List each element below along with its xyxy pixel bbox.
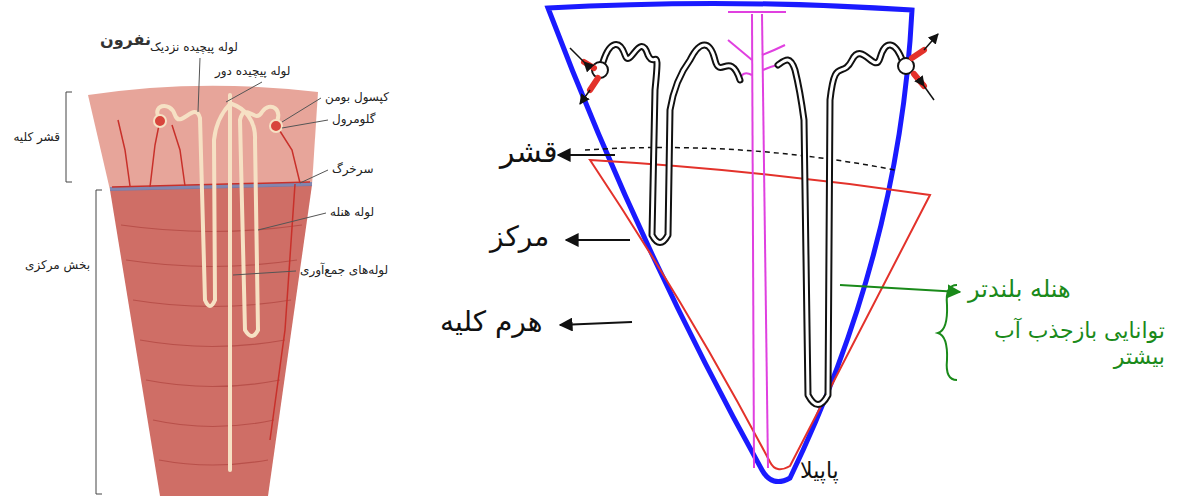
medulla-outline [590,160,930,469]
curly-brace [938,285,957,380]
medulla-line [140,340,285,347]
duct-wall [752,14,754,468]
nephron-tubule [232,104,278,336]
leader-line [198,58,200,112]
duct-branch [728,40,752,60]
pointer-arrow [560,322,632,325]
artery-branch [150,120,160,187]
part-label: کپسول بومن [325,90,389,104]
part-label: لوله پیچیده نزدیک [150,40,238,54]
vessel-arrows [570,34,938,104]
arteriole [590,78,598,90]
vessel-arrow [924,34,938,50]
artery-branch [278,128,300,183]
nephron-outer [603,45,740,243]
medulla-line [153,420,274,427]
duct-wall [762,14,768,468]
handwritten-note: توانایی بازجذب آب بیشتر [965,318,1165,371]
pyramid-outline [548,3,912,481]
glomerulus [154,115,166,127]
medulla-lines [121,225,302,465]
leader-line [233,271,296,275]
leader-line [282,98,321,122]
vessel-arrow [924,86,934,100]
nephron-drawings [603,45,903,405]
leader-line [226,82,262,102]
diagram-title: نفرون [100,30,151,49]
region-label: قشر کلیه [13,130,60,144]
vessels [112,120,310,440]
cortex-boundary [585,148,895,171]
artery-branch [270,184,295,440]
leader-line [258,213,326,230]
nephron-tubule [157,104,230,306]
leader-line [300,170,328,183]
medulla-line [146,380,280,387]
nephron-tubules [157,95,278,470]
medulla-line [126,260,297,267]
pointer-arrow [566,239,630,241]
nephron-outer [778,45,903,405]
arteriole [914,74,924,86]
nephron-inner [603,45,740,243]
pointer-arrow [840,285,960,292]
pointer-arrow [558,154,615,156]
part-label: سرخرگ [332,162,373,176]
vessel-arrow [570,48,584,62]
bracket [96,190,102,494]
nephron-inner [778,45,903,405]
handwritten-label: هرم کلیه [440,305,543,339]
handwritten-label: پاپیلا [800,458,839,484]
part-label: لوله‌های جمع‌آوری [300,263,388,277]
vessel-arrow [580,90,590,104]
part-label: لوله پیچیده دور [215,64,290,78]
pointer-arrows [558,155,632,325]
artery-branch [118,120,130,186]
leader-line [282,120,328,128]
part-label: گلومرول [332,112,375,126]
bracket [66,92,72,182]
handwritten-label: مرکز [490,220,549,254]
part-label: لوله هنله [330,205,374,219]
duct-branch [762,45,785,55]
collecting-duct [228,95,232,470]
medulla-region [110,185,312,496]
arterioles [584,50,924,90]
glomerulus [270,120,282,132]
medulla-line [159,460,268,465]
handwritten-label: قشر [500,134,558,170]
handwritten-note: هنله بلندتر [968,275,1071,304]
arteriole [912,50,924,58]
duct-top [728,11,786,13]
leader-lines [198,58,328,275]
region-label: بخش مرکزی [25,258,90,272]
brackets [66,92,102,494]
artery-branch [172,125,185,186]
arteriole [584,62,594,68]
artery-line [112,182,310,187]
